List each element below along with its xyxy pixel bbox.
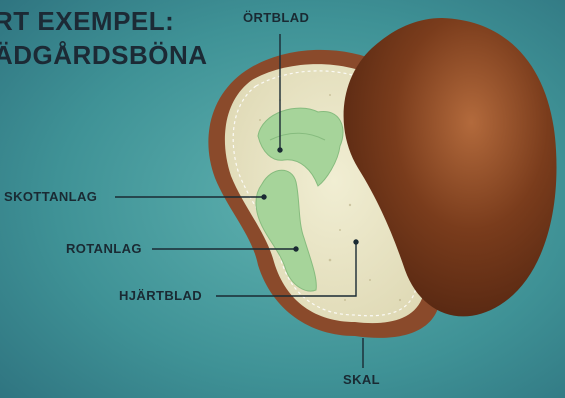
diagram-title: RT EXEMPEL: ÄDGÅRDSBÖNA xyxy=(0,4,208,72)
title-line-2: ÄDGÅRDSBÖNA xyxy=(0,38,208,72)
label-hjartblad: HJÄRTBLAD xyxy=(119,288,202,303)
leader-dot-skottanlag xyxy=(262,195,266,199)
leader-dot-hjartblad xyxy=(354,240,358,244)
label-rotanlag: ROTANLAG xyxy=(66,241,142,256)
label-skottanlag: SKOTTANLAG xyxy=(4,189,97,204)
label-skal: SKAL xyxy=(343,372,380,387)
leader-dot-ortblad xyxy=(278,148,282,152)
title-line-1: RT EXEMPEL: xyxy=(0,4,208,38)
label-ortblad: ÖRTBLAD xyxy=(243,10,309,25)
leader-dot-rotanlag xyxy=(294,247,298,251)
